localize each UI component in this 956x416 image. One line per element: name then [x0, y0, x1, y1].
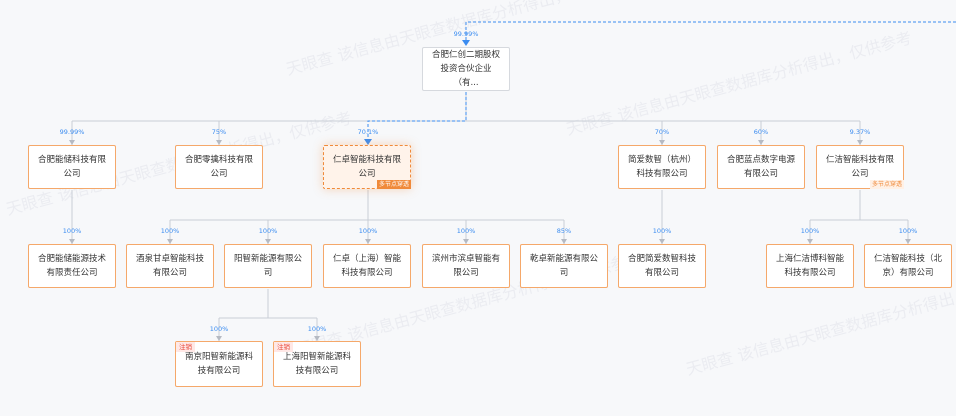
company-name: 南京阳智新能源科技有限公司 [184, 352, 253, 376]
percent-label: 100% [160, 227, 180, 235]
company-node[interactable]: 合肥零擒科技有限公司 [175, 145, 263, 189]
cancelled-status-badge: 注销 [176, 342, 195, 352]
company-name: 合肥简爱数智科技有限公司 [627, 254, 696, 278]
company-name: 合肥能储能源技术有限责任公司 [37, 254, 106, 278]
company-name: 合肥能储科技有限公司 [37, 155, 106, 179]
percent-label: 9.37% [849, 128, 871, 136]
company-name: 滨州市滨卓智能有限公司 [431, 254, 500, 278]
percent-label: 70% [654, 128, 670, 136]
percent-label: 100% [209, 325, 229, 333]
percent-label: 99.99% [453, 30, 479, 38]
percent-label: 100% [456, 227, 476, 235]
company-name: 简爱数智（杭州）科技有限公司 [627, 155, 696, 179]
multi-node-badge[interactable]: 多节点穿透 [869, 180, 904, 189]
company-name: 合肥仁创二期股权投资合伙企业（有... [431, 50, 500, 88]
company-node[interactable]: 仁卓（上海）智能科技有限公司 [323, 244, 411, 288]
company-name: 仁洁智能科技（北京）有限公司 [873, 254, 942, 278]
company-node[interactable]: 酒泉甘卓智能科技有限公司 [126, 244, 214, 288]
company-node[interactable]: 合肥能储科技有限公司 [28, 145, 116, 189]
percent-label: 100% [652, 227, 672, 235]
company-name: 阳智新能源有限公司 [233, 254, 302, 278]
company-name: 酒泉甘卓智能科技有限公司 [135, 254, 204, 278]
percent-label: 75% [211, 128, 227, 136]
company-name: 上海仁洁博科智能科技有限公司 [775, 254, 844, 278]
percent-label: 85% [556, 227, 572, 235]
company-node[interactable]: 合肥蓝点数字电源有限公司 [717, 145, 805, 189]
company-node[interactable]: 上海仁洁博科智能科技有限公司 [766, 244, 854, 288]
company-node[interactable]: 仁洁智能科技（北京）有限公司 [864, 244, 952, 288]
percent-label: 100% [358, 227, 378, 235]
company-name: 上海阳智新能源科技有限公司 [282, 352, 351, 376]
company-node[interactable]: 合肥能储能源技术有限责任公司 [28, 244, 116, 288]
company-name: 乾卓新能源有限公司 [529, 254, 598, 278]
company-node[interactable]: 乾卓新能源有限公司 [520, 244, 608, 288]
company-node[interactable]: 仁洁智能科技有限公司多节点穿透 [816, 145, 904, 189]
percent-label: 100% [258, 227, 278, 235]
percent-label: 100% [62, 227, 82, 235]
company-node[interactable]: 简爱数智（杭州）科技有限公司 [618, 145, 706, 189]
company-node-root[interactable]: 合肥仁创二期股权投资合伙企业（有... [422, 47, 510, 91]
company-name: 仁洁智能科技有限公司 [825, 155, 894, 179]
company-name: 仁卓智能科技有限公司 [332, 155, 401, 179]
company-node[interactable]: 注销上海阳智新能源科技有限公司 [273, 341, 361, 387]
company-node[interactable]: 注销南京阳智新能源科技有限公司 [175, 341, 263, 387]
multi-node-badge[interactable]: 多节点穿透 [376, 180, 411, 189]
company-name: 仁卓（上海）智能科技有限公司 [332, 254, 401, 278]
cancelled-status-badge: 注销 [274, 342, 293, 352]
company-name: 合肥零擒科技有限公司 [184, 155, 253, 179]
percent-label: 100% [800, 227, 820, 235]
percent-label: 60% [753, 128, 769, 136]
company-name: 合肥蓝点数字电源有限公司 [726, 155, 795, 179]
percent-label: 99.99% [59, 128, 85, 136]
percent-label: 100% [307, 325, 327, 333]
company-node[interactable]: 滨州市滨卓智能有限公司 [422, 244, 510, 288]
company-node-focused[interactable]: 仁卓智能科技有限公司多节点穿透 [323, 145, 411, 189]
percent-label: 100% [898, 227, 918, 235]
percent-label: 70.1% [357, 128, 379, 136]
company-node[interactable]: 阳智新能源有限公司 [224, 244, 312, 288]
company-node[interactable]: 合肥简爱数智科技有限公司 [618, 244, 706, 288]
